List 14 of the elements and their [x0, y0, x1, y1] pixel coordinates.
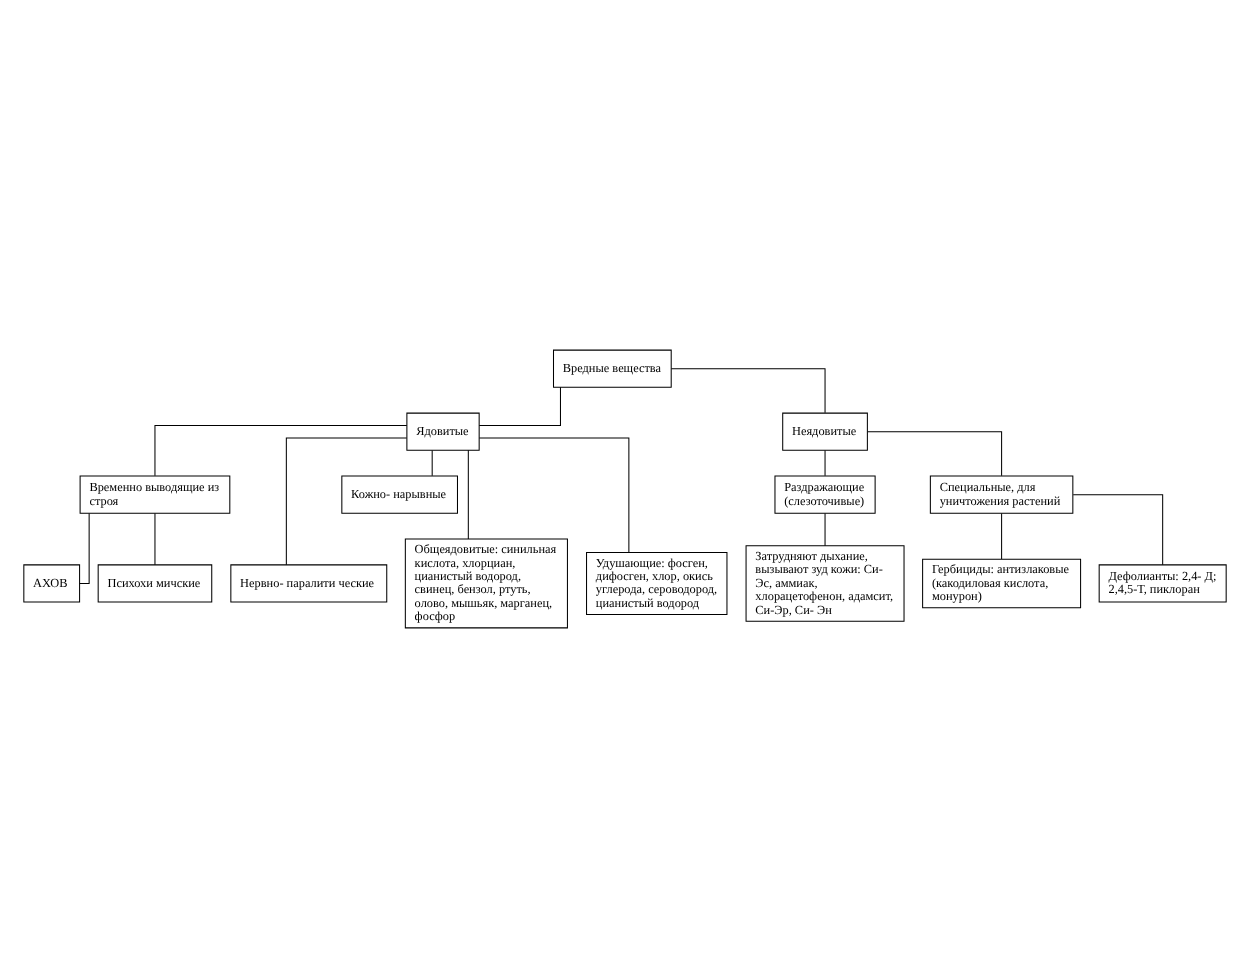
connector: [670, 368, 826, 414]
connector: [1072, 494, 1164, 566]
connector: [431, 450, 433, 477]
connector: [867, 431, 1003, 477]
connector: [154, 513, 156, 566]
connector: [1001, 513, 1003, 560]
connector: [467, 449, 469, 540]
connector: [478, 386, 561, 426]
connector: [79, 513, 90, 584]
connector: [154, 425, 408, 477]
connector: [478, 437, 630, 553]
connector: [824, 513, 826, 547]
connector: [824, 450, 826, 477]
connector: [285, 437, 408, 566]
